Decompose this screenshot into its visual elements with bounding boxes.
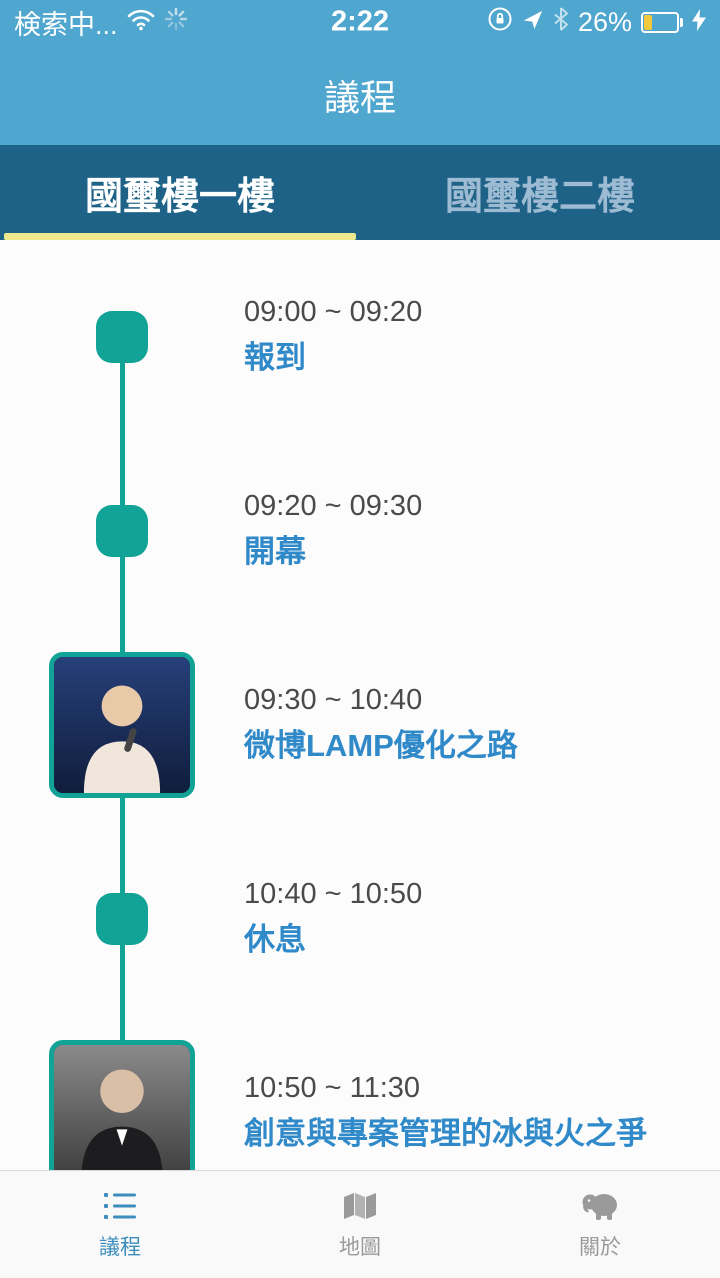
battery-icon <box>641 11 683 33</box>
session-time: 09:20 ~ 09:30 <box>244 490 423 523</box>
tabbar-item-agenda[interactable]: 議程 <box>0 1171 240 1278</box>
session-title: 創意與專案管理的冰與火之爭 <box>244 1116 647 1152</box>
nav-bar: 議程 <box>0 44 720 145</box>
timeline-node <box>96 893 148 945</box>
tab-floor-1[interactable]: 國璽樓一樓 <box>0 145 360 240</box>
tab-floor-2-label: 國璽樓二樓 <box>444 176 635 218</box>
speaker-photo <box>49 652 195 798</box>
tabbar-item-map[interactable]: 地圖 <box>240 1171 480 1278</box>
session-time: 10:50 ~ 11:30 <box>244 1072 421 1105</box>
session-title: 報到 <box>244 340 306 376</box>
tab-floor-1-label: 國璽樓一樓 <box>84 176 275 218</box>
session-time: 09:00 ~ 09:20 <box>244 296 423 329</box>
timeline-node <box>96 505 148 557</box>
session-title: 開幕 <box>244 534 306 570</box>
session-row[interactable]: 09:00 ~ 09:20 報到 <box>0 240 720 434</box>
active-tab-underline <box>4 233 356 240</box>
session-title: 微博LAMP優化之路 <box>244 728 518 764</box>
bottom-tab-bar: 議程 地圖 關於 <box>0 1170 720 1278</box>
location-arrow-icon <box>522 7 544 38</box>
session-time: 10:40 ~ 10:50 <box>244 878 423 911</box>
session-row[interactable]: 09:20 ~ 09:30 開幕 <box>0 434 720 628</box>
clock-text: 2:22 <box>330 5 390 38</box>
battery-percent-text: 26% <box>577 6 632 37</box>
floor-tabs: 國璽樓一樓 國璽樓二樓 <box>0 145 720 240</box>
page-title: 議程 <box>323 76 396 118</box>
bluetooth-icon <box>553 6 569 38</box>
map-icon <box>342 1188 378 1224</box>
agenda-list-icon <box>102 1188 138 1224</box>
session-row[interactable]: 09:30 ~ 10:40 微博LAMP優化之路 <box>0 628 720 822</box>
session-title: 休息 <box>244 922 306 958</box>
orientation-lock-icon <box>487 6 513 39</box>
session-row[interactable]: 10:50 ~ 11:30 創意與專案管理的冰與火之爭 <box>0 1016 720 1170</box>
wifi-icon <box>127 7 155 38</box>
carrier-text: 検索中... <box>14 9 118 40</box>
tabbar-label-about: 關於 <box>579 1236 621 1259</box>
tabbar-label-map: 地圖 <box>339 1236 381 1259</box>
session-row[interactable]: 10:40 ~ 10:50 休息 <box>0 822 720 1016</box>
tabbar-label-agenda: 議程 <box>99 1236 141 1259</box>
charging-bolt-icon <box>692 7 706 38</box>
agenda-timeline: 09:00 ~ 09:20 報到 09:20 ~ 09:30 開幕 <box>0 240 720 1170</box>
elephant-icon <box>581 1188 619 1224</box>
tab-floor-2[interactable]: 國璽樓二樓 <box>360 145 720 240</box>
network-activity-spinner-icon <box>164 7 188 38</box>
battery-fill-level <box>644 14 653 30</box>
timeline-node <box>96 311 148 363</box>
session-time: 09:30 ~ 10:40 <box>244 684 423 717</box>
tabbar-item-about[interactable]: 關於 <box>480 1171 720 1278</box>
status-bar: 検索中... 2:22 <box>0 0 720 44</box>
speaker-photo <box>49 1040 195 1170</box>
